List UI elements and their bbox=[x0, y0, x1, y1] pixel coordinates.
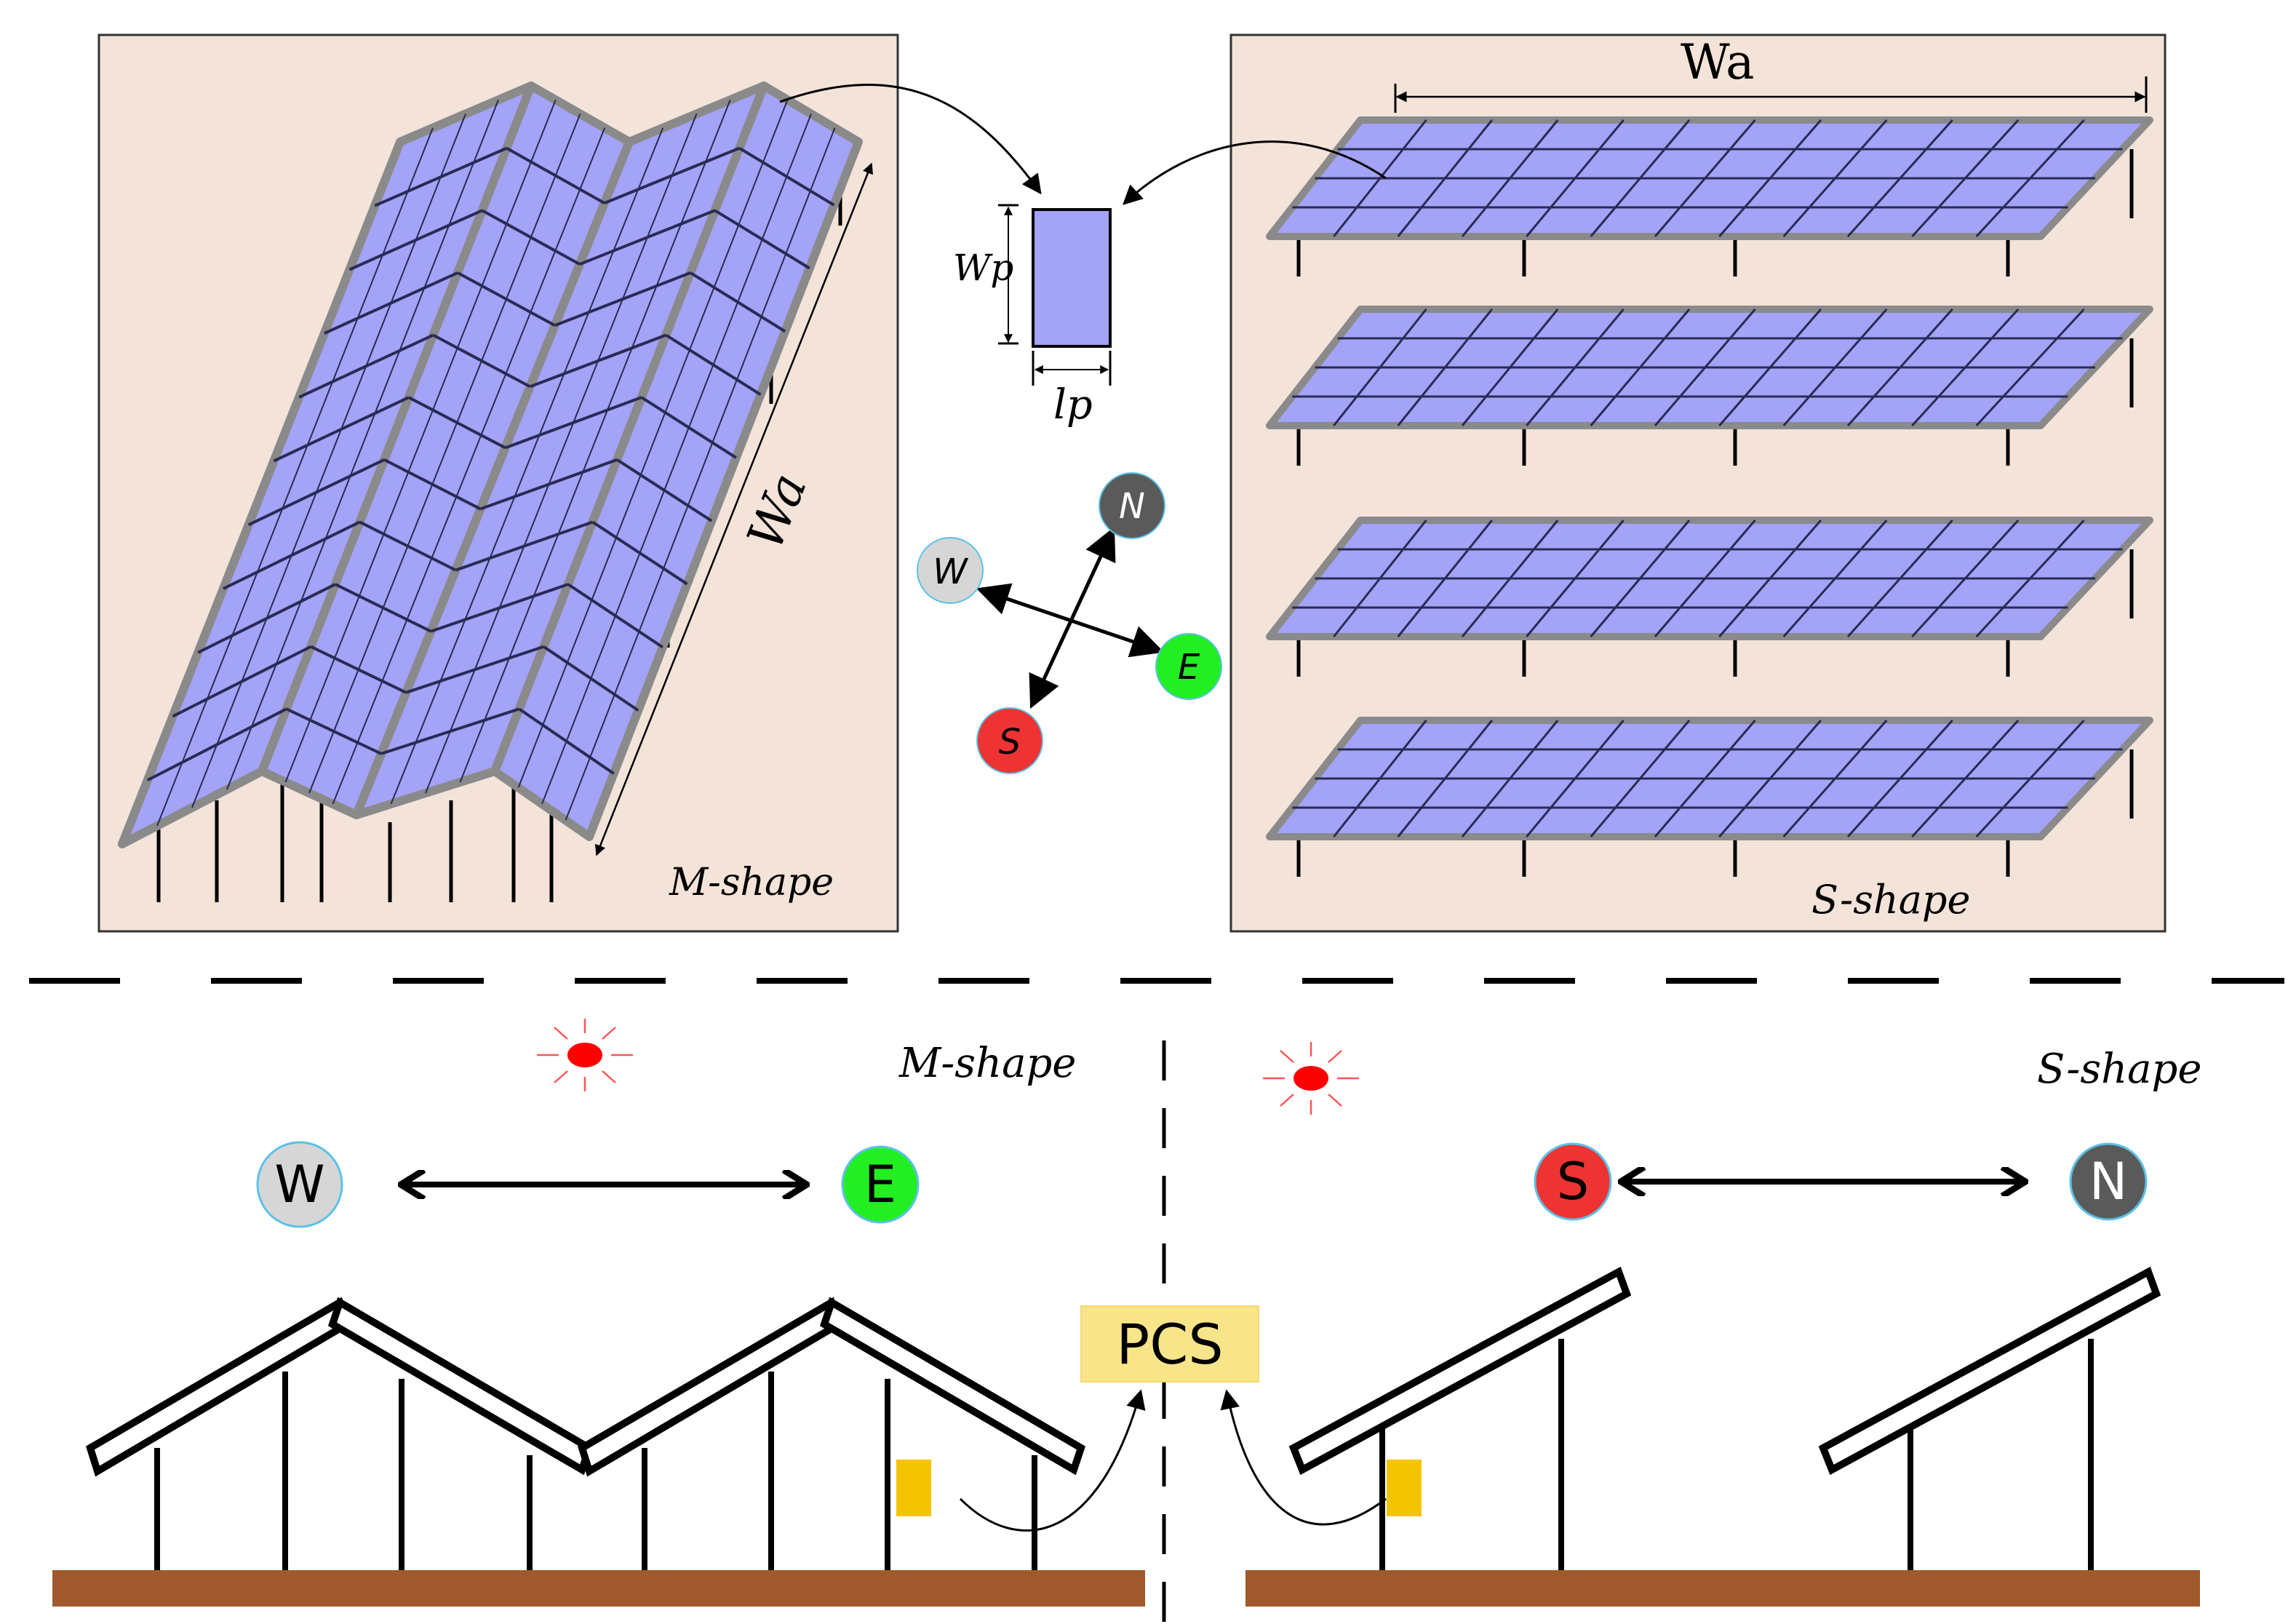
east-letter: E bbox=[864, 1155, 896, 1214]
compass-south-letter: S bbox=[999, 722, 1021, 763]
s-shape-row-4 bbox=[1266, 717, 2153, 877]
s-shape-bottom-label: S-shape bbox=[2037, 1046, 2202, 1093]
m-shape-side-panels bbox=[86, 1297, 1086, 1477]
pcs-label: PCS bbox=[1116, 1312, 1223, 1377]
compass-south-badge: S bbox=[976, 707, 1043, 774]
pcs-unit: PCS bbox=[1080, 1305, 1259, 1382]
compass-east-letter: E bbox=[1178, 647, 1200, 688]
compass-north-south-axis bbox=[1029, 526, 1116, 709]
s-shape-side-panels bbox=[1288, 1266, 2161, 1476]
compass-east-badge: E bbox=[1155, 633, 1222, 700]
s-shape-wa-label: Wa bbox=[1681, 34, 1754, 90]
west-letter: W bbox=[274, 1155, 324, 1214]
pcs-box bbox=[1080, 1305, 1259, 1382]
north-badge: N bbox=[2069, 1142, 2148, 1221]
inverter-to-pcs-right-arrow bbox=[1220, 1389, 1387, 1526]
s-shape-side-posts bbox=[1379, 1339, 2094, 1570]
inverter-left bbox=[896, 1460, 931, 1516]
compass-north-badge: N bbox=[1099, 472, 1165, 539]
s-shape-row-3 bbox=[1266, 517, 2153, 677]
wp-label: Wp bbox=[953, 247, 1013, 289]
single-pv-module bbox=[1032, 208, 1112, 348]
west-badge: W bbox=[256, 1141, 343, 1228]
m-shape-top-label: M-shape bbox=[669, 861, 834, 904]
compass-west-east-axis bbox=[976, 583, 1165, 658]
s-shape-row-2 bbox=[1266, 306, 2153, 466]
m-shape-side-posts bbox=[154, 1372, 1037, 1570]
m-shape-array-view: Wa M-shape bbox=[97, 33, 899, 933]
s-shape-side-view: S-shape S N bbox=[1220, 1042, 2202, 1607]
s-shape-array-view: Wa S-shape bbox=[1229, 33, 2167, 933]
south-letter: S bbox=[1557, 1152, 1589, 1211]
m-shape-wa-dimension-line bbox=[595, 162, 873, 856]
compass-rose: N W E S bbox=[917, 472, 1222, 774]
sun-icon-left bbox=[537, 1019, 633, 1091]
s-shape-to-module-arrow bbox=[1123, 140, 1387, 205]
east-badge: E bbox=[841, 1145, 920, 1224]
inverter-right bbox=[1387, 1460, 1422, 1516]
s-shape-rows bbox=[1266, 116, 2153, 877]
m-shape-to-module-arrow bbox=[779, 84, 1042, 195]
ground-right bbox=[1245, 1570, 2200, 1607]
south-badge: S bbox=[1534, 1142, 1612, 1221]
ground-left bbox=[52, 1570, 1145, 1607]
compass-west-letter: W bbox=[933, 552, 968, 592]
s-shape-row-1 bbox=[1266, 116, 2153, 276]
m-shape-bottom-label: M-shape bbox=[898, 1040, 1076, 1087]
m-shape-side-view: M-shape W E bbox=[52, 1019, 1146, 1607]
compass-north-letter: N bbox=[1119, 486, 1145, 527]
sun-icon-right bbox=[1263, 1042, 1359, 1115]
compass-west-badge: W bbox=[917, 537, 984, 604]
lp-label: lp bbox=[1053, 381, 1093, 429]
s-shape-top-label: S-shape bbox=[1811, 877, 1970, 923]
s-shape-wa-dimension bbox=[1394, 76, 2148, 113]
north-letter: N bbox=[2089, 1152, 2127, 1211]
inverter-to-pcs-left-arrow bbox=[959, 1389, 1146, 1532]
single-module-detail: Wp lp bbox=[779, 84, 1387, 429]
